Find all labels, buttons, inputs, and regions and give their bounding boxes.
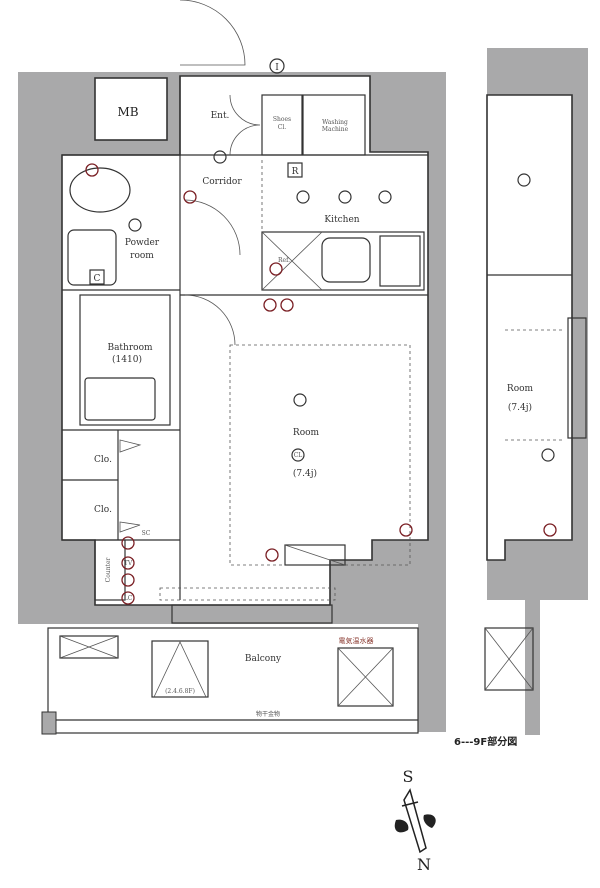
c-mark: C <box>94 274 101 284</box>
water-heater-label: 電気温水器 <box>339 636 374 645</box>
bathroom-size: (1410) <box>112 354 142 365</box>
powder-room-label-2: room <box>130 251 154 261</box>
counter-label: Counter <box>105 557 112 582</box>
refrigerator-mark: R <box>292 167 299 177</box>
closet-label-2: Clo. <box>94 505 112 515</box>
mb-label: MB <box>117 105 138 119</box>
tv-mark: TV <box>124 560 133 567</box>
washing-machine-label-2: Machine <box>322 126 349 133</box>
corridor-label: Corridor <box>202 177 242 187</box>
main-unit <box>18 0 446 624</box>
balcony <box>41 622 446 735</box>
mb-room <box>94 77 168 141</box>
door-mark: I <box>275 63 279 73</box>
room-label: Room <box>293 428 320 438</box>
shoes-closet-label-2: Cl. <box>278 124 287 131</box>
lc-mark: LC <box>124 595 133 602</box>
shoes-closet-label: Shoes <box>273 116 291 123</box>
room-cl-mark: CL <box>294 452 303 459</box>
partial-room-label: Room <box>507 384 534 394</box>
compass-icon: S N <box>394 767 436 874</box>
sc-mark: SC <box>142 530 151 537</box>
compass-south: S <box>403 767 414 786</box>
partial-room-size: (7.4j) <box>508 402 532 413</box>
laundry-hardware-label: 物干金物 <box>256 710 280 718</box>
washing-machine-label: Washing <box>322 119 348 126</box>
balcony-floors: (2.4.6.8F) <box>165 688 195 695</box>
ref-label: Ref. <box>278 257 290 264</box>
partial-plan <box>484 48 588 735</box>
balcony-label: Balcony <box>245 654 282 664</box>
entrance-label: Ent. <box>211 111 230 121</box>
kitchen-label: Kitchen <box>324 215 359 225</box>
partial-plan-caption: 6---9F部分図 <box>454 735 517 748</box>
bathroom-label: Bathroom <box>107 343 153 353</box>
room-size: (7.4j) <box>293 468 317 479</box>
powder-room-label: Powder <box>125 238 160 248</box>
compass-north: N <box>417 855 431 874</box>
closet-label-1: Clo. <box>94 455 112 465</box>
